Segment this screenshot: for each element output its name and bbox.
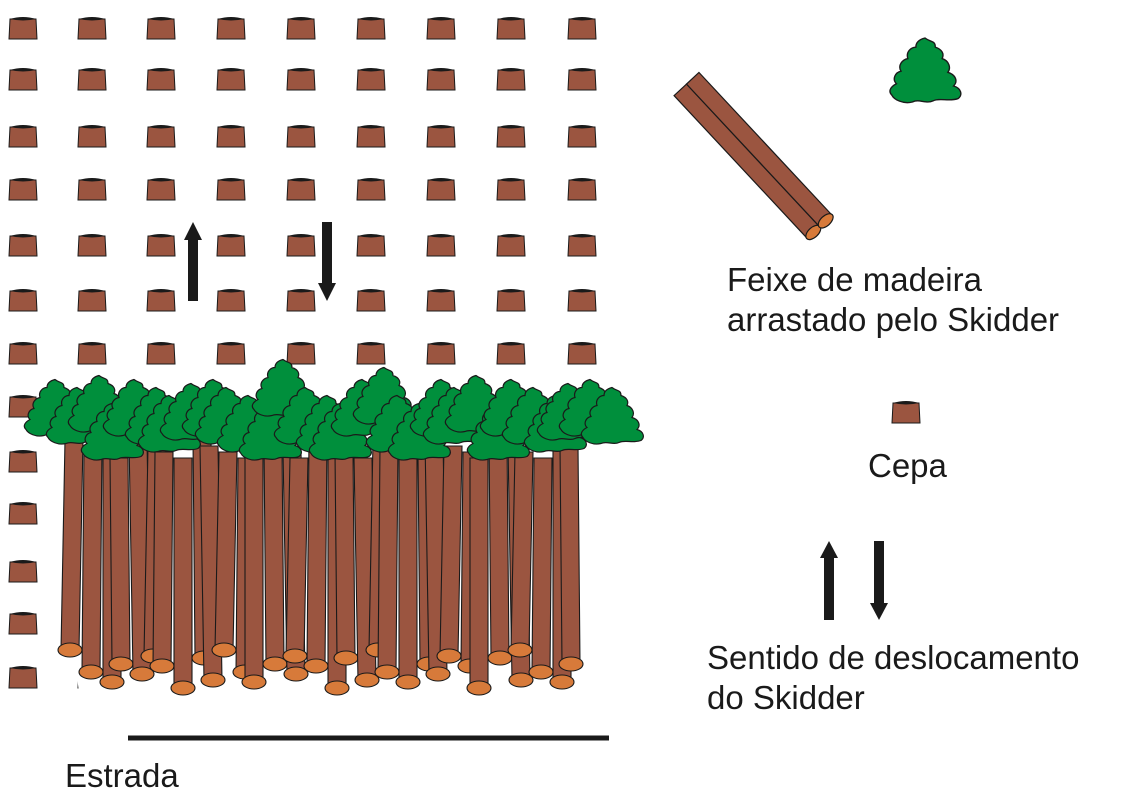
stump-icon: [496, 341, 526, 365]
log-icon: [507, 451, 534, 658]
stump-icon: [8, 611, 38, 635]
stump-icon: [77, 177, 107, 201]
log-icon: [57, 439, 84, 658]
legend-arrow-down-icon: [870, 541, 888, 620]
stump-icon: [77, 124, 107, 148]
stump-icon: [426, 341, 456, 365]
stump-icon: [496, 177, 526, 201]
stump-icon: [496, 288, 526, 312]
stump-icon: [286, 288, 316, 312]
stump-icon: [8, 341, 38, 365]
stump-icon: [286, 67, 316, 91]
stump-icon: [426, 288, 456, 312]
log-icon: [149, 451, 175, 674]
stump-icon: [356, 177, 386, 201]
stump-icon: [426, 67, 456, 91]
stump-icon: [567, 16, 597, 40]
stump-icon: [216, 341, 246, 365]
stump-icon: [8, 124, 38, 148]
direction-legend-label: Sentido de deslocamento do Skidder: [707, 639, 1080, 716]
stump-icon: [8, 288, 38, 312]
stump-icon: [146, 67, 176, 91]
log-icon: [395, 451, 421, 690]
bundle-legend-label: Feixe de madeira arrastado pelo Skidder: [727, 261, 1060, 338]
stump-icon: [216, 16, 246, 40]
legend-stump-icon: [891, 400, 921, 424]
log-icon: [241, 439, 267, 690]
stump-icon: [496, 67, 526, 91]
stump-icon: [286, 341, 316, 365]
log-icon: [78, 445, 104, 680]
stump-icon: [286, 124, 316, 148]
stump-icon: [77, 341, 107, 365]
stump-icon: [356, 124, 386, 148]
stump-icon: [567, 288, 597, 312]
stump-icon: [8, 67, 38, 91]
arrow-up-icon: [184, 222, 202, 301]
stump-icon: [77, 288, 107, 312]
stump-icon: [496, 16, 526, 40]
log-icon: [170, 457, 196, 696]
stump-icon: [8, 559, 38, 583]
stump-icon: [77, 16, 107, 40]
stump-icon: [496, 233, 526, 257]
log-icon: [303, 439, 329, 674]
log-bundle-icon: [23, 358, 645, 700]
stump-icon: [286, 177, 316, 201]
stump-icon: [286, 16, 316, 40]
stump-icon: [426, 177, 456, 201]
stump-icon: [216, 67, 246, 91]
stump-icon: [216, 288, 246, 312]
legend-bundle-icon: [673, 37, 962, 241]
arrow-down-icon: [318, 222, 336, 301]
stump-icon: [8, 177, 38, 201]
stump-icon: [77, 67, 107, 91]
stump-legend-label: Cepa: [868, 447, 947, 484]
stump-icon: [146, 233, 176, 257]
log-icon: [108, 457, 134, 672]
stump-icon: [356, 341, 386, 365]
stump-icon: [356, 67, 386, 91]
stump-icon: [356, 288, 386, 312]
stump-icon: [146, 124, 176, 148]
log-icon: [436, 445, 463, 664]
stump-icon: [567, 67, 597, 91]
stump-icon: [8, 449, 38, 473]
log-icon: [333, 451, 359, 666]
stump-icon: [426, 16, 456, 40]
stump-icon: [216, 124, 246, 148]
stump-icon: [286, 233, 316, 257]
stump-icon: [146, 288, 176, 312]
stump-icon: [356, 233, 386, 257]
stump-icon: [216, 233, 246, 257]
stump-icon: [356, 16, 386, 40]
stump-icon: [426, 233, 456, 257]
stump-icon: [8, 16, 38, 40]
log-icon: [282, 457, 309, 664]
stump-icon: [146, 341, 176, 365]
stump-icon: [567, 341, 597, 365]
stump-icon: [77, 233, 107, 257]
stump-icon: [8, 501, 38, 525]
stump-icon: [567, 177, 597, 201]
stump-icon: [426, 124, 456, 148]
stump-icon: [8, 233, 38, 257]
log-icon: [466, 457, 492, 696]
stump-icon: [146, 16, 176, 40]
stump-icon: [216, 177, 246, 201]
stump-icon: [146, 177, 176, 201]
stump-icon: [496, 124, 526, 148]
stump-icon: [567, 233, 597, 257]
legend-arrow-up-icon: [820, 541, 838, 620]
stump-icon: [8, 665, 38, 689]
road-label: Estrada: [65, 757, 179, 794]
stump-icon: [567, 124, 597, 148]
